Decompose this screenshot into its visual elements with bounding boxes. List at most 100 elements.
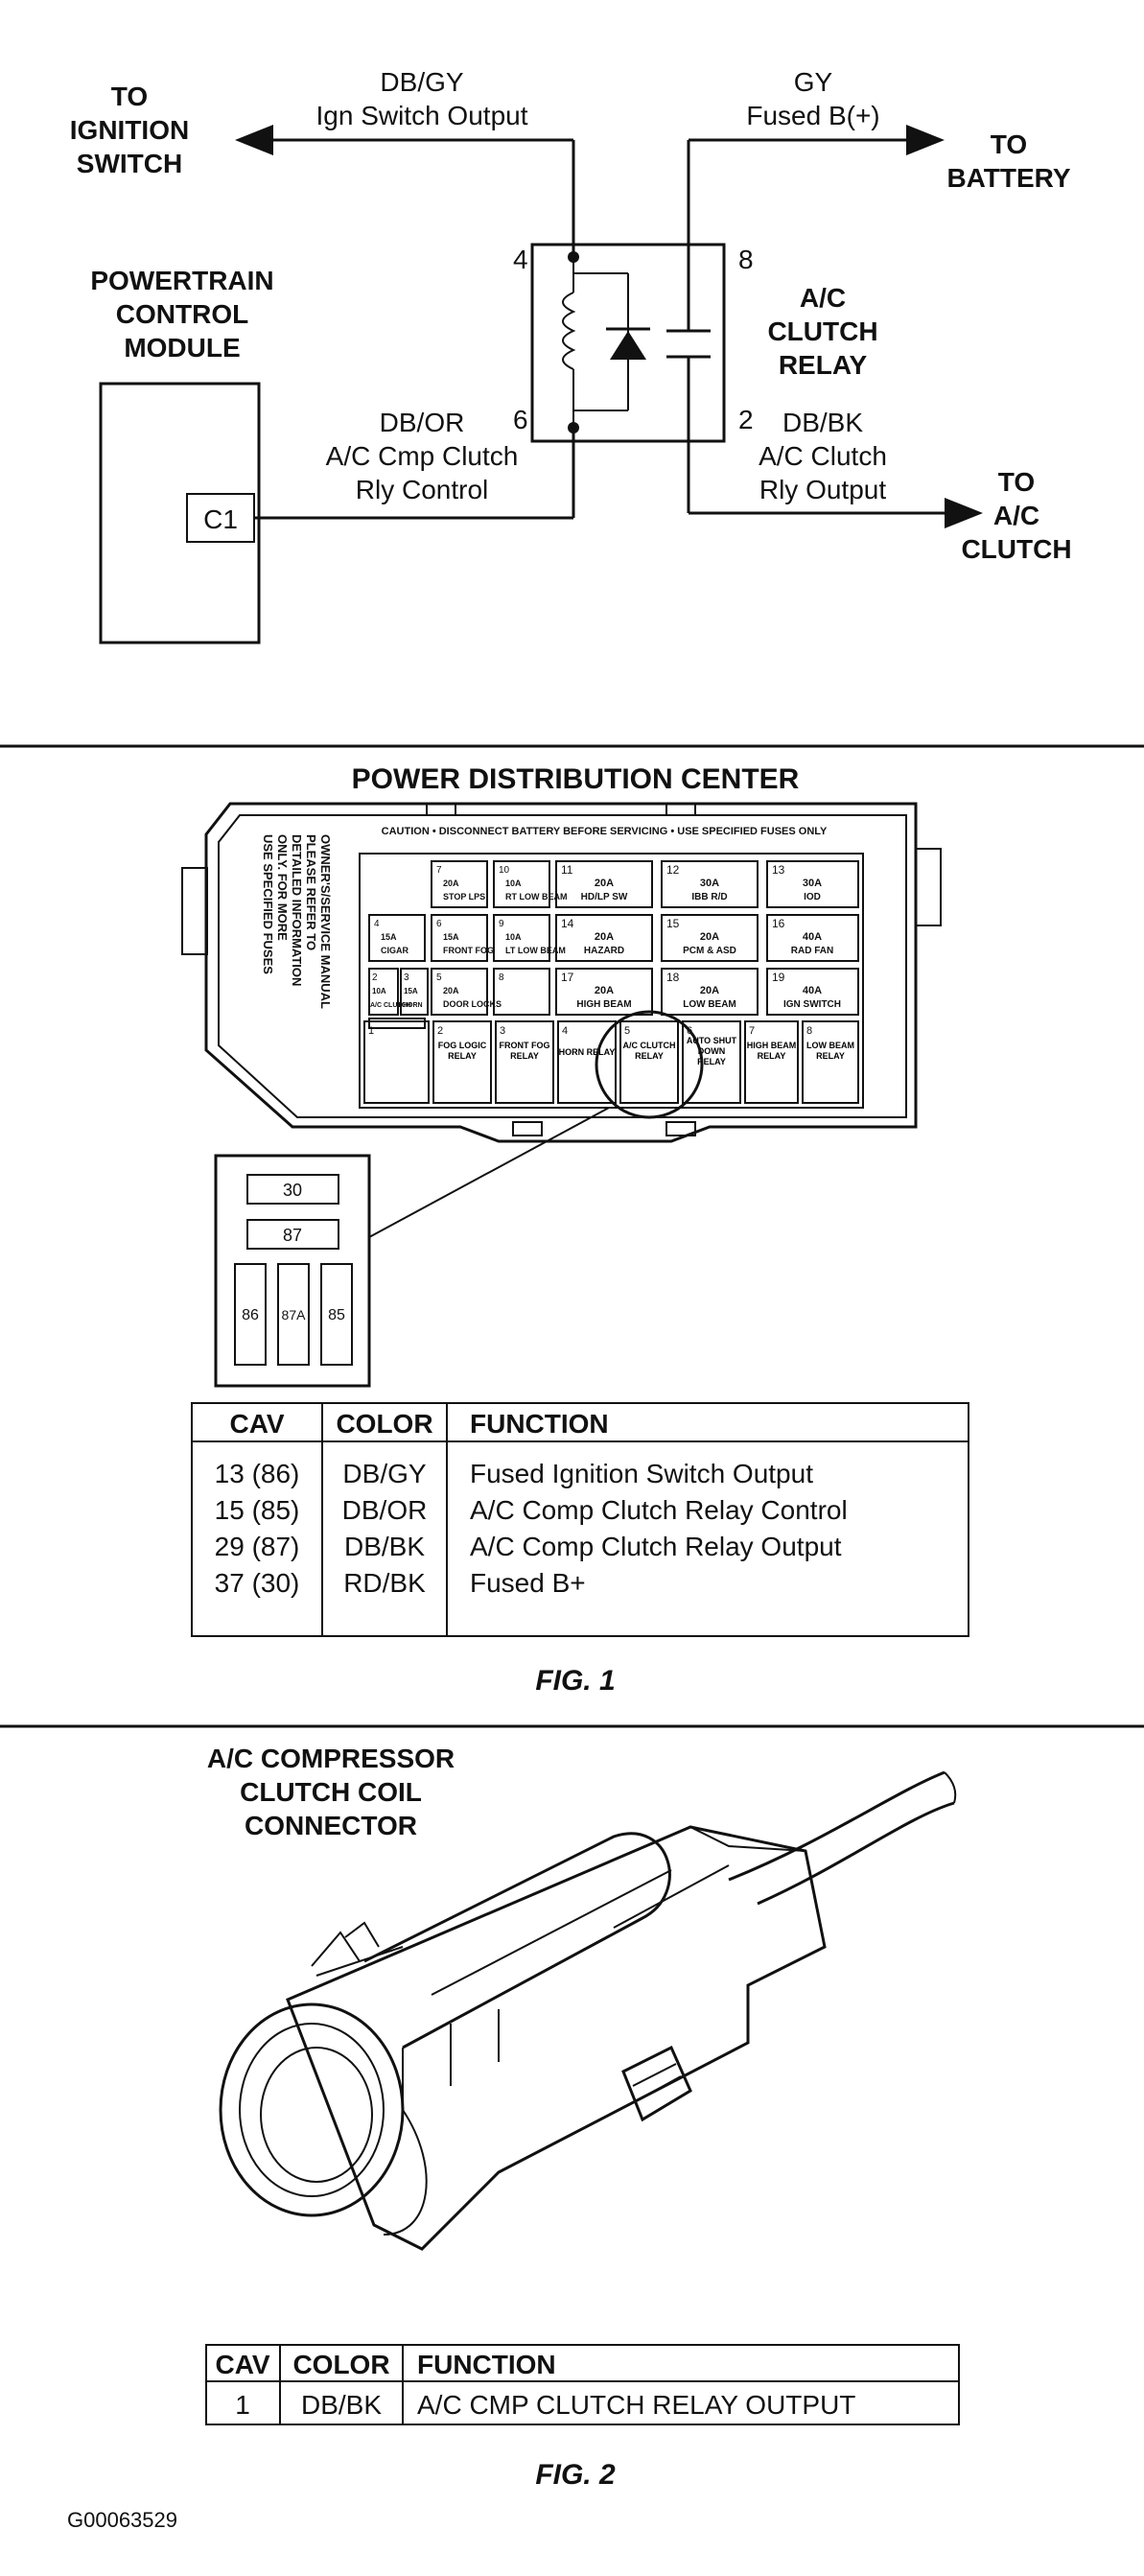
svg-text:5: 5 <box>624 1025 630 1037</box>
svg-text:10: 10 <box>499 865 510 876</box>
fuse-10 <box>493 860 550 908</box>
svg-text:6: 6 <box>436 919 442 929</box>
svg-text:DB/GY: DB/GY <box>342 1459 426 1488</box>
svg-text:1: 1 <box>368 1025 374 1037</box>
svg-text:15: 15 <box>666 917 680 930</box>
fuse-19 <box>766 968 859 1016</box>
svg-text:14: 14 <box>561 917 574 930</box>
svg-text:RAD FAN: RAD FAN <box>791 946 833 956</box>
svg-text:10A: 10A <box>372 987 386 995</box>
svg-text:Fused Ignition Switch Output: Fused Ignition Switch Output <box>470 1459 813 1488</box>
table-row: 13 (86) <box>215 1459 300 1488</box>
fuse-7 <box>431 860 488 908</box>
table-row: 1 <box>235 2390 250 2420</box>
diode-icon <box>606 327 650 360</box>
wire-ctrl-color: DB/OR <box>380 408 465 437</box>
pcm-line-2: CONTROL <box>116 299 248 329</box>
svg-text:15A: 15A <box>404 987 418 995</box>
pdc-side-tab <box>181 867 208 955</box>
svg-text:11: 11 <box>561 863 573 877</box>
relay-name-3: RELAY <box>779 350 868 380</box>
wire-ign-desc: Ign Switch Output <box>315 101 527 130</box>
pcm-pin-label: C1 <box>203 504 238 534</box>
terminal-30 <box>246 1174 339 1205</box>
svg-text:5: 5 <box>436 972 442 983</box>
compressor-connector: A/C COMPRESSOR CLUTCH COIL CONNECTOR <box>205 1744 960 2491</box>
to-battery-line-1: TO <box>991 129 1027 159</box>
document-id: G00063529 <box>67 2508 177 2532</box>
svg-text:A/C CLUTCH: A/C CLUTCH <box>370 1002 411 1009</box>
svg-text:3: 3 <box>404 972 409 983</box>
relay-3-label: FRONT FOG RELAY <box>499 1041 550 1061</box>
terminal-87a <box>277 1263 310 1366</box>
svg-text:7: 7 <box>436 865 442 876</box>
connector-title-3: CONNECTOR <box>245 1811 417 1840</box>
pcm-box <box>99 382 261 644</box>
arrow-to-battery-icon <box>906 125 945 155</box>
fuse-13 <box>766 860 859 908</box>
relay-7 <box>744 1020 799 1104</box>
relay-box <box>530 243 726 443</box>
svg-text:RD/BK: RD/BK <box>343 1568 426 1598</box>
svg-text:A/C Comp Clutch Relay Output: A/C Comp Clutch Relay Output <box>470 1532 842 1561</box>
pcm-line-3: MODULE <box>124 333 240 363</box>
wire-ign-color: DB/GY <box>380 67 463 97</box>
svg-text:IGN SWITCH: IGN SWITCH <box>783 999 841 1010</box>
relay-8 <box>802 1020 859 1104</box>
svg-text:DB/OR: DB/OR <box>342 1495 428 1525</box>
svg-text:87: 87 <box>283 1226 302 1245</box>
pin-4: 4 <box>513 245 528 274</box>
fuse-15 <box>661 914 759 962</box>
table2-header-color: COLOR <box>292 2350 389 2379</box>
svg-text:DB/BK: DB/BK <box>344 1532 425 1561</box>
cavity-table-1: CAV COLOR FUNCTION 13 (86) DB/GY Fused I… <box>191 1402 969 1637</box>
fuse-17 <box>555 968 653 1016</box>
svg-text:9: 9 <box>499 919 504 929</box>
connector-title-2: CLUTCH COIL <box>240 1777 422 1807</box>
highlight-circle <box>595 1010 704 1119</box>
power-distribution-center: POWER DISTRIBUTION CENTER CAUTION • DISC… <box>181 763 969 1697</box>
relay-6-label: AUTO SHUT DOWN RELAY <box>686 1036 737 1066</box>
fuse-3 <box>400 968 429 1016</box>
fuse-2 <box>368 968 399 1016</box>
to-clutch-line-3: CLUTCH <box>961 534 1071 564</box>
table1-header-function: FUNCTION <box>470 1409 609 1439</box>
arrow-to-ignition-icon <box>235 125 273 155</box>
fuse-6 <box>431 914 488 962</box>
pdc-grid <box>359 853 864 1109</box>
relay-2-label: FOG LOGIC RELAY <box>437 1041 487 1061</box>
svg-text:IOD: IOD <box>804 892 821 902</box>
svg-text:PLEASE REFER TO: PLEASE REFER TO <box>304 834 318 950</box>
wire-ctrl-desc-1: A/C Cmp Clutch <box>326 441 519 471</box>
fig2-caption: FIG. 2 <box>535 2459 616 2491</box>
wire-ctrl-desc-2: Rly Control <box>356 475 488 504</box>
fuse-12 <box>661 860 759 908</box>
relay-4-label: HORN RELAY <box>558 1047 616 1057</box>
fig1-caption: FIG. 1 <box>535 1665 615 1697</box>
svg-text:30A: 30A <box>700 878 719 889</box>
svg-text:17: 17 <box>561 971 574 984</box>
svg-text:12: 12 <box>666 863 680 877</box>
wire-bat-color: GY <box>794 67 833 97</box>
svg-text:86: 86 <box>242 1307 259 1323</box>
small-fuses: 7 20A STOP LPS 10 10A RT LOW BEAM 4 15A … <box>368 860 568 1029</box>
large-fuses: 11 20A HD/LP SW 12 30A IBB R/D 13 30A IO… <box>555 860 859 1016</box>
relay-terminal-detail: 30 87 86 87A 85 <box>214 1154 371 1388</box>
relay-detail-box <box>214 1154 371 1388</box>
to-clutch-line-2: A/C <box>993 501 1039 530</box>
cavity-table-2: CAV COLOR FUNCTION 1 DB/BK A/C CMP CLUTC… <box>205 2344 960 2425</box>
svg-text:USE SPECIFIED FUSES: USE SPECIFIED FUSES <box>261 834 275 974</box>
svg-text:16: 16 <box>772 917 785 930</box>
fuse-5 <box>431 968 488 1016</box>
relay-2 <box>432 1020 492 1104</box>
relay-3 <box>495 1020 554 1104</box>
table1-header-color: COLOR <box>336 1409 432 1439</box>
arrow-to-clutch-icon <box>945 498 983 528</box>
fuse-11 <box>555 860 653 908</box>
relay-6 <box>682 1020 741 1104</box>
svg-text:20A: 20A <box>443 878 459 888</box>
svg-text:Fused B+: Fused B+ <box>470 1568 586 1598</box>
svg-text:30: 30 <box>283 1181 302 1200</box>
svg-text:7: 7 <box>749 1025 755 1037</box>
svg-text:CIGAR: CIGAR <box>381 946 409 955</box>
